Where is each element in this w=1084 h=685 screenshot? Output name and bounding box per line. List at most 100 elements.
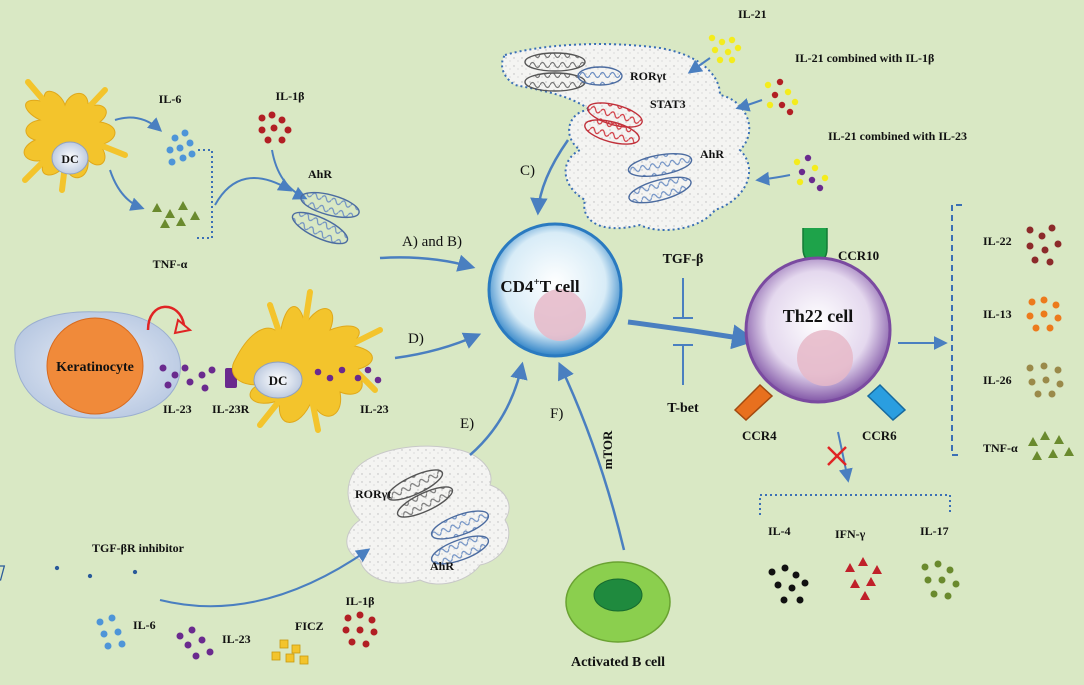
tgfbr-inhibitor-label: TGF-βR inhibitor xyxy=(92,541,185,555)
red-loop-arrow-head xyxy=(173,318,193,335)
arrow-dc-tnfa xyxy=(109,169,145,211)
stat3-label: STAT3 xyxy=(650,97,686,111)
cd4-nucleus xyxy=(534,289,586,341)
il23-bottom-label: IL-23 xyxy=(222,632,251,646)
arrow-cd4-th22 xyxy=(627,319,757,350)
dc-nucleus-top xyxy=(51,141,89,175)
not-secreted-bracket xyxy=(759,494,951,515)
il23-bottom-dots xyxy=(176,626,214,660)
ifng-triangles xyxy=(845,557,882,600)
keratinocyte: Keratinocyte xyxy=(14,311,181,419)
ccr10-label: CCR10 xyxy=(838,248,879,263)
il6-top-label: IL-6 xyxy=(159,92,182,106)
il23-left-label: IL-23 xyxy=(163,402,192,416)
activated-b-cell xyxy=(565,561,671,643)
ahr-bottom-chromosomes xyxy=(430,510,490,565)
stat3-chromosomes xyxy=(584,102,643,145)
tnfa-right-label: TNF-α xyxy=(983,441,1018,455)
ahr-top-chromosomes xyxy=(627,152,693,204)
arrow-il21-il23 xyxy=(755,171,791,186)
arrow-th22-blocked xyxy=(837,431,853,483)
arrow-pathway-f xyxy=(558,361,626,551)
tnfa-left-triangles xyxy=(152,201,200,228)
il6-tnfa-bracket xyxy=(195,149,213,239)
il23-right-label: IL-23 xyxy=(360,402,389,416)
tgfb-label: TGF-β xyxy=(663,252,704,267)
dc-mid-label: DC xyxy=(269,373,288,388)
tnfa-left-label: TNF-α xyxy=(153,257,188,271)
il21-label: IL-21 xyxy=(738,7,767,21)
il4-dots xyxy=(768,564,809,604)
il6-bottom-label: IL-6 xyxy=(133,618,156,632)
red-loop-arrow xyxy=(146,305,186,331)
ahr-bottom-label: AhR xyxy=(430,559,454,573)
ccr6-label: CCR6 xyxy=(862,428,897,443)
il23-mid-dots xyxy=(314,366,382,384)
secretion-bracket xyxy=(951,204,962,456)
il13-dots xyxy=(1026,296,1062,332)
blocked-cross-icon xyxy=(827,446,847,466)
pathway-a-b-label: A) and B) xyxy=(402,234,462,250)
ficz-squares xyxy=(271,639,309,665)
pathway-e-label: E) xyxy=(460,416,474,432)
arrow-il1b-ahr xyxy=(271,149,308,200)
il4-label: IL-4 xyxy=(768,524,791,538)
arrow-il21-il1b xyxy=(735,98,763,112)
il6-bottom-dots xyxy=(96,614,126,650)
il21-il1b-dots xyxy=(764,78,799,116)
arrow-il21 xyxy=(687,57,711,74)
ficz-label: FICZ xyxy=(295,619,324,633)
il13-label: IL-13 xyxy=(983,307,1012,321)
il1b-bottom-label: IL-1β xyxy=(346,594,375,608)
il21-il23-dots xyxy=(793,154,829,192)
il1b-bottom-dots xyxy=(342,611,378,648)
dendritic-cell-mid: DC xyxy=(231,289,383,433)
dc-top-label: DC xyxy=(61,152,78,166)
mtor-label: mTOR xyxy=(600,430,615,469)
arrow-pathway-ab xyxy=(379,254,476,272)
dc-nucleus-mid xyxy=(253,361,303,399)
ccr6-receptor xyxy=(866,383,907,422)
arrow-pathway-d xyxy=(394,332,482,360)
arrow-pathway-c xyxy=(530,139,570,216)
il26-dots xyxy=(1026,362,1064,398)
cd4-label: CD4+T cell xyxy=(500,276,579,296)
tgfbr-inhibitor-icons xyxy=(0,565,138,581)
rorgt-bottom-chromosomes xyxy=(386,469,454,518)
il17-label: IL-17 xyxy=(920,524,949,538)
il26-label: IL-26 xyxy=(983,373,1012,387)
pathway-f-label: F) xyxy=(550,406,563,422)
il22-dots xyxy=(1026,224,1062,266)
pathway-d-label: D) xyxy=(408,331,424,347)
ahr-top-label: AhR xyxy=(700,147,724,161)
tnfa-right-triangles xyxy=(1028,431,1074,460)
cd4-t-cell: CD4+T cell xyxy=(487,222,623,358)
th22-cell: Th22 cell xyxy=(733,228,907,422)
il23r-label: IL-23R xyxy=(212,402,250,416)
ccr4-label: CCR4 xyxy=(742,428,777,443)
keratinocyte-label: Keratinocyte xyxy=(56,360,134,375)
tbet-label: T-bet xyxy=(667,401,699,416)
il21-dots xyxy=(708,34,742,64)
ahr-left-label: AhR xyxy=(308,167,332,181)
il1b-top-label: IL-1β xyxy=(276,89,305,103)
il22-label: IL-22 xyxy=(983,234,1012,248)
bcell-label: Activated B cell xyxy=(571,655,665,670)
rorgt-top-label: RORγt xyxy=(630,69,666,83)
rorgt-bottom-label: RORγt xyxy=(355,487,391,501)
il6-top-dots xyxy=(166,129,196,166)
il1b-top-dots xyxy=(258,111,292,144)
arrow-dc-il6 xyxy=(114,116,163,132)
il21-il23-label: IL-21 combined with IL-23 xyxy=(828,129,967,143)
il17-dots xyxy=(921,560,960,600)
th22-label: Th22 cell xyxy=(783,306,854,326)
dendritic-cell-top: DC xyxy=(22,79,128,193)
pathway-c-label: C) xyxy=(520,163,535,179)
rorgt-top-chromosomes xyxy=(524,52,623,92)
il23-left-dots xyxy=(159,364,216,392)
ifng-label: IFN-γ xyxy=(835,527,866,541)
arrow-pathway-e xyxy=(469,361,528,456)
th22-nucleus xyxy=(797,330,853,386)
